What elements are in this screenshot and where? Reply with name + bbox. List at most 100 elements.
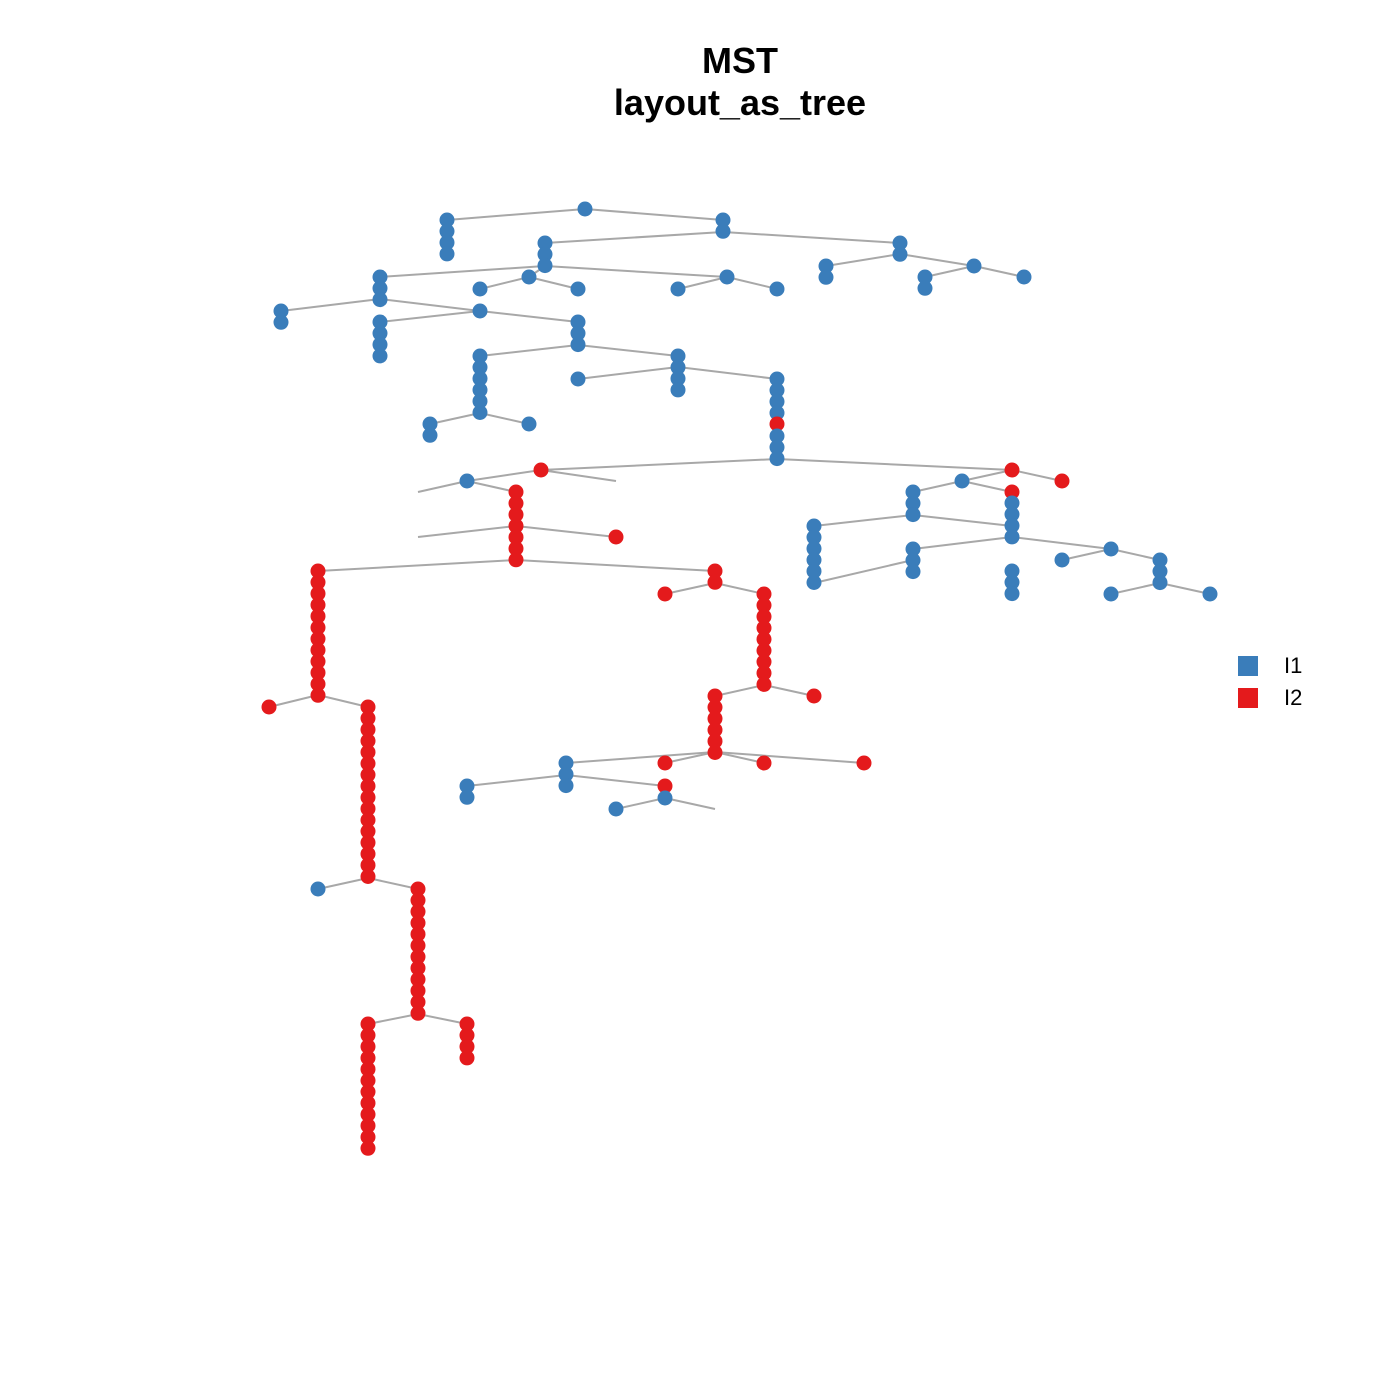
tree-edge — [429, 412, 481, 425]
tree-node-i1 — [577, 201, 593, 217]
tree-node-i2 — [756, 631, 772, 647]
tree-node-i1 — [769, 394, 785, 410]
tree-node-i1 — [472, 382, 488, 398]
tree-node-i2 — [360, 1095, 376, 1111]
tree-node-i2 — [508, 507, 524, 523]
tree-node-i2 — [707, 574, 723, 590]
tree-node-i1 — [459, 778, 475, 794]
tree-node-i1 — [372, 337, 388, 353]
tree-node-i2 — [459, 1027, 475, 1043]
tree-node-i2 — [756, 676, 772, 692]
tree-edge — [479, 412, 530, 425]
tree-node-i1 — [608, 801, 624, 817]
tree-edge — [379, 265, 546, 278]
tree-node-i1 — [537, 246, 553, 262]
tree-node-i2 — [756, 586, 772, 602]
tree-node-i2 — [310, 642, 326, 658]
tree-edge — [466, 469, 542, 482]
tree-node-i1 — [818, 258, 834, 274]
tree-node-i1 — [818, 269, 834, 285]
tree-node-i2 — [310, 687, 326, 703]
tree-node-i1 — [1016, 269, 1032, 285]
tree-node-i2 — [533, 462, 549, 478]
tree-edge — [677, 366, 778, 380]
tree-edge — [664, 751, 716, 764]
tree-node-i1 — [439, 223, 455, 239]
tree-edge — [466, 480, 517, 493]
edge-layer — [268, 208, 1211, 1025]
tree-node-i1 — [372, 269, 388, 285]
tree-node-i1 — [570, 325, 586, 341]
tree-node-i1 — [472, 348, 488, 364]
tree-edge — [973, 265, 1025, 278]
tree-node-i2 — [360, 1140, 376, 1156]
tree-node-i2 — [360, 767, 376, 783]
tree-edge — [714, 751, 865, 764]
title-line-2: layout_as_tree — [613, 82, 867, 123]
tree-node-i2 — [459, 1039, 475, 1055]
tree-node-i1 — [472, 359, 488, 375]
tree-node-i2 — [360, 857, 376, 873]
tree-edge — [677, 276, 728, 290]
tree-node-i2 — [410, 971, 426, 987]
tree-node-i2 — [1004, 484, 1020, 500]
tree-node-i2 — [806, 688, 822, 704]
tree-edge — [417, 1013, 468, 1025]
tree-node-i2 — [707, 745, 723, 760]
tree-edge — [479, 276, 530, 290]
tree-node-i1 — [966, 258, 982, 274]
tree-node-i1 — [372, 292, 388, 308]
tree-node-i2 — [508, 484, 524, 500]
legend: I1 I2 — [1238, 650, 1302, 714]
legend-swatch-i1 — [1238, 656, 1258, 676]
tree-edge — [1110, 582, 1161, 595]
tree-node-i1 — [1202, 586, 1218, 602]
tree-node-i2 — [508, 529, 524, 545]
tree-node-i2 — [756, 665, 772, 681]
tree-node-i2 — [756, 643, 772, 658]
tree-edge — [899, 253, 975, 267]
tree-node-i2 — [707, 722, 723, 738]
tree-node-i1 — [570, 337, 586, 353]
tree-node-i1 — [1004, 518, 1020, 534]
tree-node-i1 — [558, 766, 574, 782]
tree-node-i1 — [1004, 495, 1020, 511]
title-line-1: MST — [702, 40, 778, 81]
tree-node-i2 — [756, 620, 772, 636]
tree-node-i2 — [410, 892, 426, 908]
tree-node-i2 — [360, 835, 376, 851]
tree-node-i2 — [657, 778, 673, 794]
tree-node-i1 — [905, 495, 921, 511]
tree-node-i2 — [707, 733, 723, 749]
tree-edge — [515, 559, 716, 572]
tree-edge — [379, 310, 481, 323]
tree-node-i1 — [806, 575, 822, 590]
tree-node-i2 — [310, 631, 326, 647]
tree-edge — [540, 458, 778, 471]
tree-node-i1 — [1152, 575, 1168, 591]
tree-edge — [961, 469, 1013, 482]
tree-node-i2 — [707, 711, 723, 727]
tree-node-i2 — [360, 1050, 376, 1066]
tree-edge — [813, 559, 914, 584]
tree-edge — [466, 774, 567, 787]
tree-node-i1 — [905, 507, 921, 523]
tree-edge — [317, 559, 517, 572]
tree-node-i2 — [608, 529, 624, 545]
tree-edge — [268, 694, 319, 708]
tree-node-i2 — [707, 699, 723, 715]
tree-node-i2 — [360, 846, 376, 862]
tree-edge — [961, 480, 1013, 493]
tree-node-i1 — [558, 778, 574, 794]
tree-edge — [714, 751, 765, 764]
tree-node-i2 — [360, 756, 376, 771]
tree-node-i2 — [410, 881, 426, 897]
tree-edge — [515, 525, 617, 538]
tree-edge — [664, 797, 716, 810]
tree-node-i1 — [806, 552, 822, 568]
tree-node-i1 — [892, 235, 908, 251]
legend-label-i1: I1 — [1284, 653, 1303, 678]
tree-edge — [417, 525, 517, 538]
tree-node-i1 — [1004, 529, 1020, 545]
